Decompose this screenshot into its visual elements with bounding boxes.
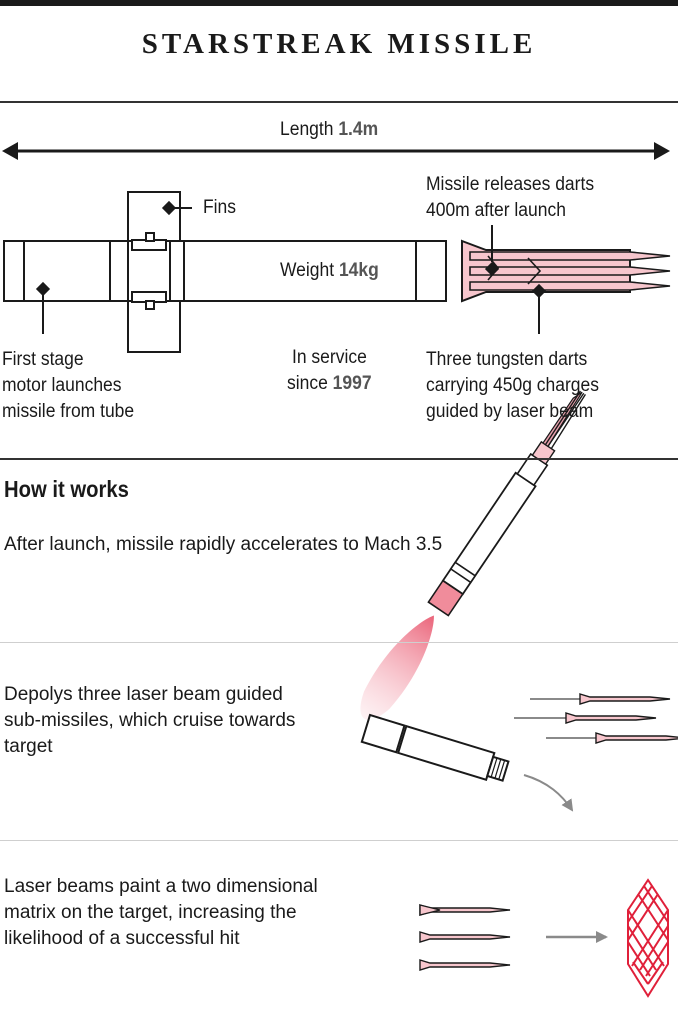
weight-label-text: Weight xyxy=(280,260,335,281)
first-stage-line2: motor launches xyxy=(2,375,122,396)
service-year-value: 1997 xyxy=(332,373,372,394)
section-divider xyxy=(0,458,678,460)
first-stage-line3: missile from tube xyxy=(2,401,135,422)
length-value: 1.4m xyxy=(338,119,379,140)
darts-line1: Three tungsten darts xyxy=(426,349,588,370)
step-1-text: After launch, missile rapidly accelerate… xyxy=(4,534,443,555)
step-divider-1 xyxy=(0,642,678,643)
darts-line3: guided by laser beam xyxy=(426,401,594,422)
release-label-line2: 400m after launch xyxy=(426,200,566,221)
darts-head xyxy=(469,251,671,291)
weight-value: 14kg xyxy=(338,260,379,281)
step-3-text: Laser beams paint a two dimensional matr… xyxy=(4,876,318,949)
page-title: STARSTREAK MISSILE xyxy=(141,28,537,60)
three-darts xyxy=(419,904,511,971)
spent-motor-tube xyxy=(360,713,510,782)
in-service-label: In service xyxy=(292,347,367,368)
weight-label: Weight 14kg xyxy=(280,258,379,284)
first-stage-line1: First stage xyxy=(2,349,84,370)
title-divider xyxy=(0,101,678,103)
in-service-year: since 1997 xyxy=(287,371,372,397)
fins-label: Fins xyxy=(203,197,237,218)
sub-missiles-group xyxy=(514,693,678,744)
launch-missile-illustration xyxy=(360,390,587,720)
callout-leaders xyxy=(35,200,547,334)
release-label-line1: Missile releases darts xyxy=(426,174,595,195)
top-bar xyxy=(0,0,678,6)
length-label: Length 1.4m xyxy=(280,117,378,143)
length-dimension-arrow xyxy=(2,142,670,160)
falling-arrow xyxy=(523,774,574,812)
step-divider-2 xyxy=(0,840,678,841)
since-text: since xyxy=(287,373,328,394)
length-label-text: Length xyxy=(280,119,334,140)
target-matrix xyxy=(627,878,669,998)
how-it-works-heading: How it works xyxy=(4,476,129,502)
darts-line2: carrying 450g charges xyxy=(426,375,599,396)
step-2-text: Depolys three laser beam guided sub-miss… xyxy=(4,684,296,757)
